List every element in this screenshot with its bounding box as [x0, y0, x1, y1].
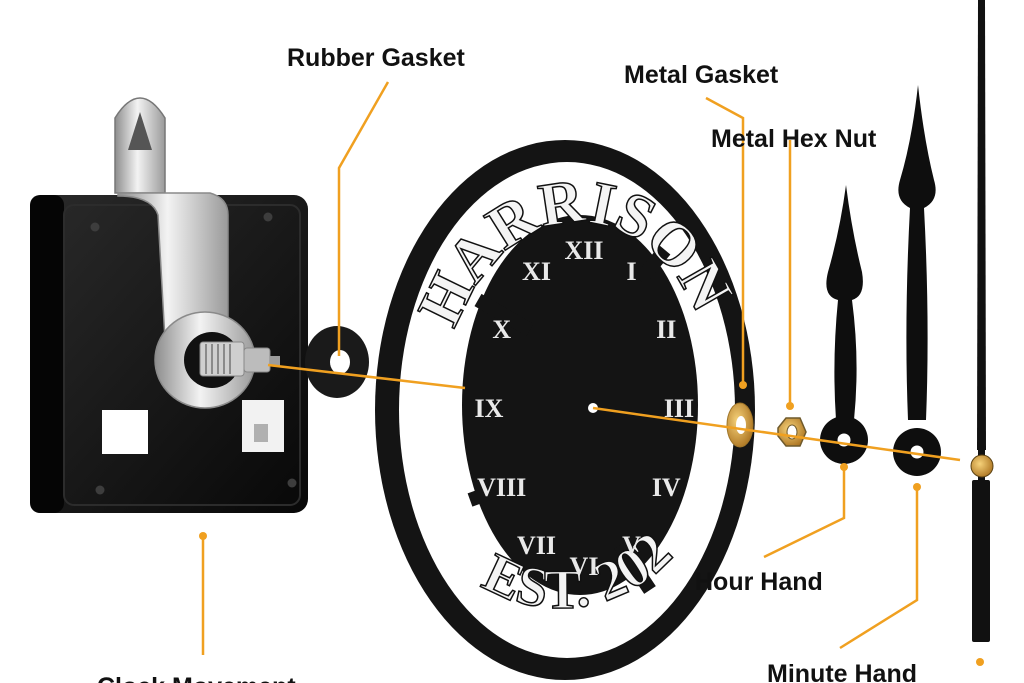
label-metal-hex-nut: Metal Hex Nut [711, 125, 877, 153]
label-rubber-gasket: Rubber Gasket [287, 44, 466, 72]
dial-numeral: I [626, 257, 636, 286]
assembly-axis-line-2 [592, 406, 961, 462]
dial-numeral: X [492, 315, 511, 344]
dial-numeral: XI [522, 257, 551, 286]
dial-numeral: II [656, 315, 676, 344]
dial-numeral: VI [570, 552, 599, 581]
dial-numeral: XII [564, 236, 603, 265]
minute-hand-part [893, 85, 941, 476]
metal-hex-nut-part [777, 417, 807, 447]
label-metal-gasket: Metal Gasket [624, 61, 779, 89]
dial-numeral: V [622, 531, 641, 560]
leader-dots [199, 381, 984, 666]
hour-hand-part [820, 185, 868, 464]
clock-movement [30, 97, 308, 513]
dial-numeral: VIII [477, 473, 526, 502]
second-hand-part [970, 0, 994, 642]
metal-gasket-part [726, 402, 754, 448]
dial-numeral: IV [652, 473, 681, 502]
label-hour-hand: Hour Hand [695, 568, 823, 596]
label-minute-hand: Minute Hand [767, 660, 917, 683]
assembly-axis-line [267, 363, 466, 390]
dial-numeral: VII [517, 531, 556, 560]
rubber-gasket-part [305, 326, 369, 398]
label-clock-movement: Clock Movement [97, 673, 296, 683]
dial-numeral: IX [475, 394, 504, 423]
leader-lines [201, 81, 919, 655]
